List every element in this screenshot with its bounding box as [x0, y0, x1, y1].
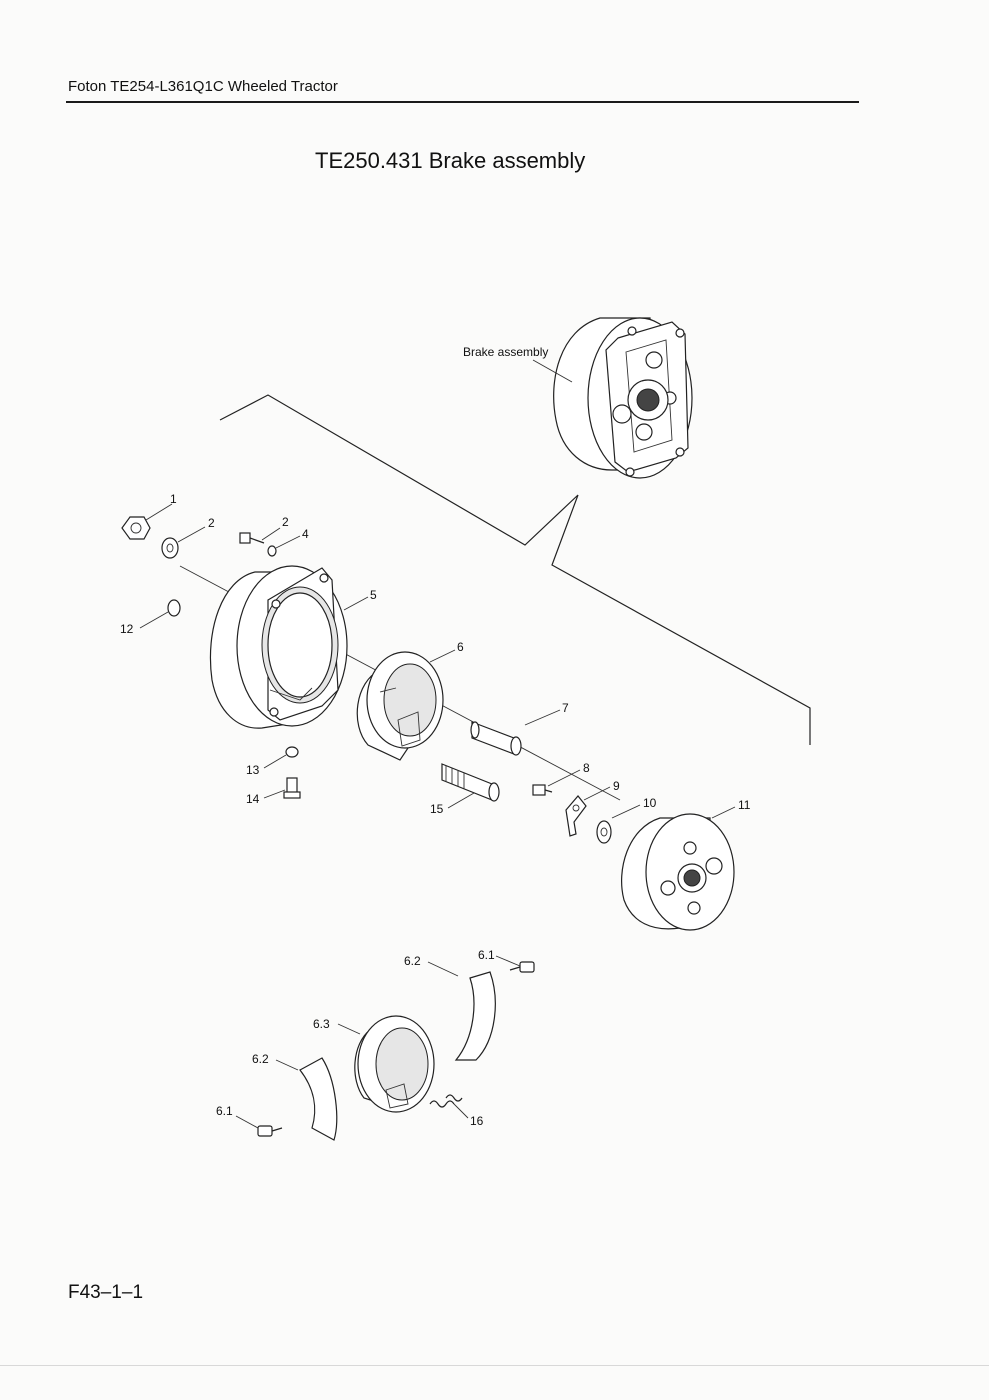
callout-15: 15	[430, 802, 444, 816]
callout-2: 2	[208, 516, 215, 530]
callout-10: 10	[643, 796, 657, 810]
part-4-washer	[267, 535, 301, 557]
callout-6: 6	[457, 640, 464, 654]
exploded-group-outline	[219, 394, 811, 745]
part-1-nut	[121, 503, 173, 540]
part-16-spring	[429, 1094, 469, 1119]
callout-2-screw: 2	[282, 515, 289, 529]
page-header-model: Foton TE254-L361Q1C Wheeled Tractor	[68, 78, 338, 95]
part-6-1-rivet-upper	[495, 955, 535, 973]
callout-6-3: 6.3	[313, 1017, 330, 1031]
brake-assembly-illustration: Brake assembly	[463, 317, 693, 479]
part-14-bolt	[263, 777, 301, 799]
callout-9: 9	[613, 779, 620, 793]
callout-16: 16	[470, 1114, 484, 1128]
page-code: F43–1–1	[68, 1282, 144, 1303]
part-11-brake-drum	[621, 806, 736, 931]
part-2-screw	[239, 527, 281, 544]
callout-7: 7	[562, 701, 569, 715]
part-6-brake-shoe-assembly	[356, 649, 456, 761]
callout-5: 5	[370, 588, 377, 602]
part-5-brake-housing	[209, 565, 369, 729]
part-2-washer	[161, 526, 206, 559]
callout-6-1-upper: 6.1	[478, 948, 495, 962]
header-rule	[66, 101, 859, 103]
part-9-lock-plate	[565, 786, 611, 837]
callout-14: 14	[246, 792, 260, 806]
part-15-camshaft	[441, 763, 500, 809]
part-7-pin	[470, 709, 561, 756]
part-8-bolt	[532, 769, 581, 796]
part-12-o-ring	[139, 599, 181, 629]
callout-8: 8	[583, 761, 590, 775]
brake-assembly-label: Brake assembly	[463, 345, 548, 359]
part-6-2-lining-upper	[427, 961, 496, 1061]
page-title: TE250.431 Brake assembly	[315, 148, 586, 173]
part-13-washer	[263, 746, 299, 769]
callout-12: 12	[120, 622, 134, 636]
part-6-1-rivet-lower	[235, 1115, 283, 1137]
callout-6-2-lower: 6.2	[252, 1052, 269, 1066]
part-6-2-lining-lower	[275, 1057, 338, 1141]
callout-11: 11	[738, 798, 751, 812]
scan-edge	[0, 1365, 989, 1366]
callout-6-1-lower: 6.1	[216, 1104, 233, 1118]
part-10-washer	[596, 804, 641, 844]
callout-1: 1	[170, 492, 177, 506]
part-6-3-brake-shoe	[337, 1015, 435, 1113]
callout-6-2-upper: 6.2	[404, 954, 421, 968]
callout-13: 13	[246, 763, 260, 777]
callout-4: 4	[302, 527, 309, 541]
